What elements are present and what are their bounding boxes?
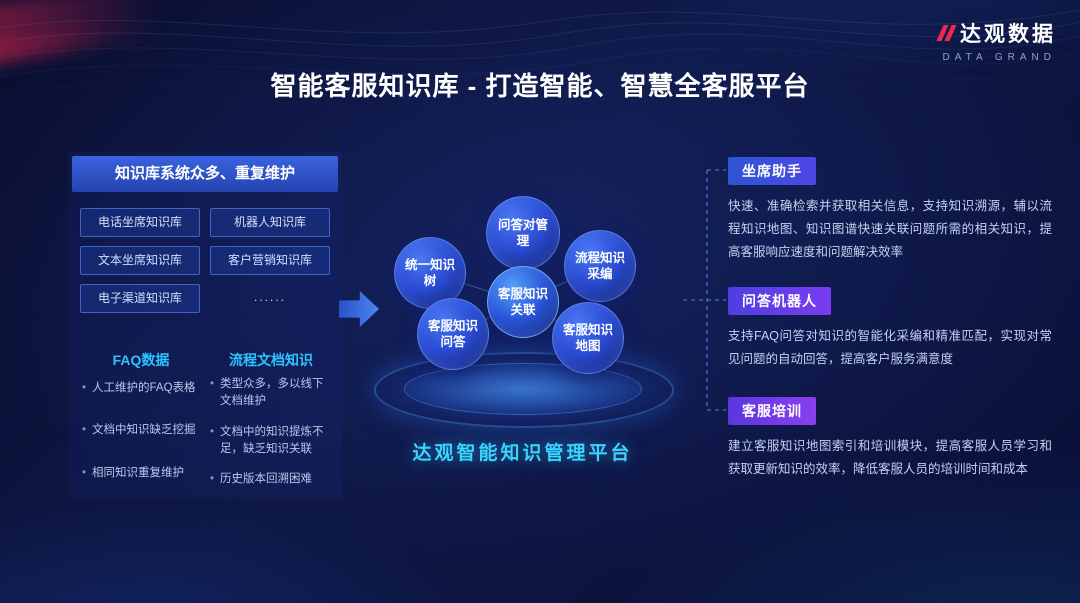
section-label-badge: 客服培训 (728, 397, 816, 425)
bullet-icon: • (82, 424, 87, 437)
bubble-knowledge-association: 客服知识关联 (487, 266, 559, 338)
list-item-text: 文档中知识缺乏挖掘 (92, 424, 196, 437)
bullet-icon: • (210, 425, 215, 438)
bullet-icon: • (82, 382, 87, 394)
kb-item: 文本坐席知识库 (80, 246, 200, 275)
left-panel-header: 知识库系统众多、重复维护 (72, 156, 338, 192)
list-item: • 文档中的知识提炼不足，缺乏知识关联 (210, 424, 334, 459)
kb-item: 机器人知识库 (210, 208, 330, 237)
section-text: 支持FAQ问答对知识的智能化采编和精准匹配，实现对常见问题的自动回答，提高客户服… (728, 329, 1052, 367)
section-text: 快速、准确检索并获取相关信息，支持知识溯源，辅以流程知识地图、知识图谱快速关联问… (728, 199, 1052, 260)
kb-item: 电子渠道知识库 (80, 284, 200, 313)
platform-base-inner (404, 363, 642, 415)
red-streak-decoration-2 (0, 16, 161, 70)
process-list: • 类型众多，多以线下文档维护 • 文档中的知识提炼不足，缺乏知识关联 • 历史版本回… (210, 376, 334, 501)
right-section-agent-assist: 坐席助手 快速、准确检索并获取相关信息，支持知识溯源，辅以流程知识地图、知识图谱… (728, 157, 1052, 264)
list-item: • 相同知识重复维护 (82, 465, 202, 482)
list-item: • 人工维护的FAQ表格 (82, 380, 202, 397)
process-section-title: 流程文档知识 (229, 352, 313, 368)
brand-logo-icon (936, 25, 957, 41)
section-label-badge: 问答机器人 (728, 287, 831, 315)
section-text: 建立客服知识地图索引和培训模块，提高客服人员学习和获取更新知识的效率，降低客服人… (728, 439, 1052, 477)
list-item-text: 类型众多，多以线下文档维护 (220, 378, 324, 408)
kb-ellipsis: ...... (253, 290, 286, 304)
list-item-text: 人工维护的FAQ表格 (92, 382, 196, 394)
brand-name-en: DATA GRAND (942, 52, 1056, 63)
list-item: • 历史版本回溯困难 (210, 471, 334, 488)
list-item: • 文档中知识缺乏挖掘 (82, 422, 202, 439)
flow-arrow-icon (339, 291, 379, 327)
right-section-training: 客服培训 建立客服知识地图索引和培训模块，提高客服人员学习和获取更新知识的效率，… (728, 397, 1052, 481)
faq-list: • 人工维护的FAQ表格 • 文档中知识缺乏挖掘 • 相同知识重复维护 (82, 380, 202, 507)
right-section-qa-bot: 问答机器人 支持FAQ问答对知识的智能化采编和精准匹配，实现对常见问题的自动回答… (728, 287, 1052, 371)
platform-caption: 达观智能知识管理平台 (412, 443, 633, 464)
bullet-icon: • (82, 466, 87, 479)
bubble-knowledge-qa: 客服知识问答 (417, 298, 489, 370)
bullet-icon: • (210, 473, 215, 485)
page-title: 智能客服知识库 - 打造智能、智慧全客服平台 (270, 71, 810, 101)
kb-item: 客户营销知识库 (210, 246, 330, 275)
brand-name: 达观数据 (960, 23, 1056, 46)
bubble-process-knowledge-editing: 流程知识采编 (564, 230, 636, 302)
red-streak-decoration (0, 0, 238, 63)
list-item: • 类型众多，多以线下文档维护 (210, 376, 334, 411)
brand-logo: 达观数据 DATA GRAND (936, 18, 1056, 63)
kb-item: 电话坐席知识库 (80, 208, 200, 237)
list-item-text: 历史版本回溯困难 (220, 473, 313, 485)
faq-section-title: FAQ数据 (112, 352, 170, 368)
list-item-text: 文档中的知识提炼不足，缺乏知识关联 (220, 425, 324, 455)
section-label-badge: 坐席助手 (728, 157, 816, 185)
bubble-knowledge-map: 客服知识地图 (552, 302, 624, 374)
bubble-qa-pair-management: 问答对管理 (486, 196, 560, 270)
list-item-text: 相同知识重复维护 (92, 466, 185, 479)
bullet-icon: • (210, 378, 215, 390)
bubble-unified-knowledge-tree: 统一知识树 (394, 237, 466, 309)
left-panel: 知识库系统众多、重复维护 电话坐席知识库 机器人知识库 文本坐席知识库 客户营销… (68, 152, 342, 498)
knowledge-base-grid: 电话坐席知识库 机器人知识库 文本坐席知识库 客户营销知识库 电子渠道知识库 .… (80, 208, 330, 313)
